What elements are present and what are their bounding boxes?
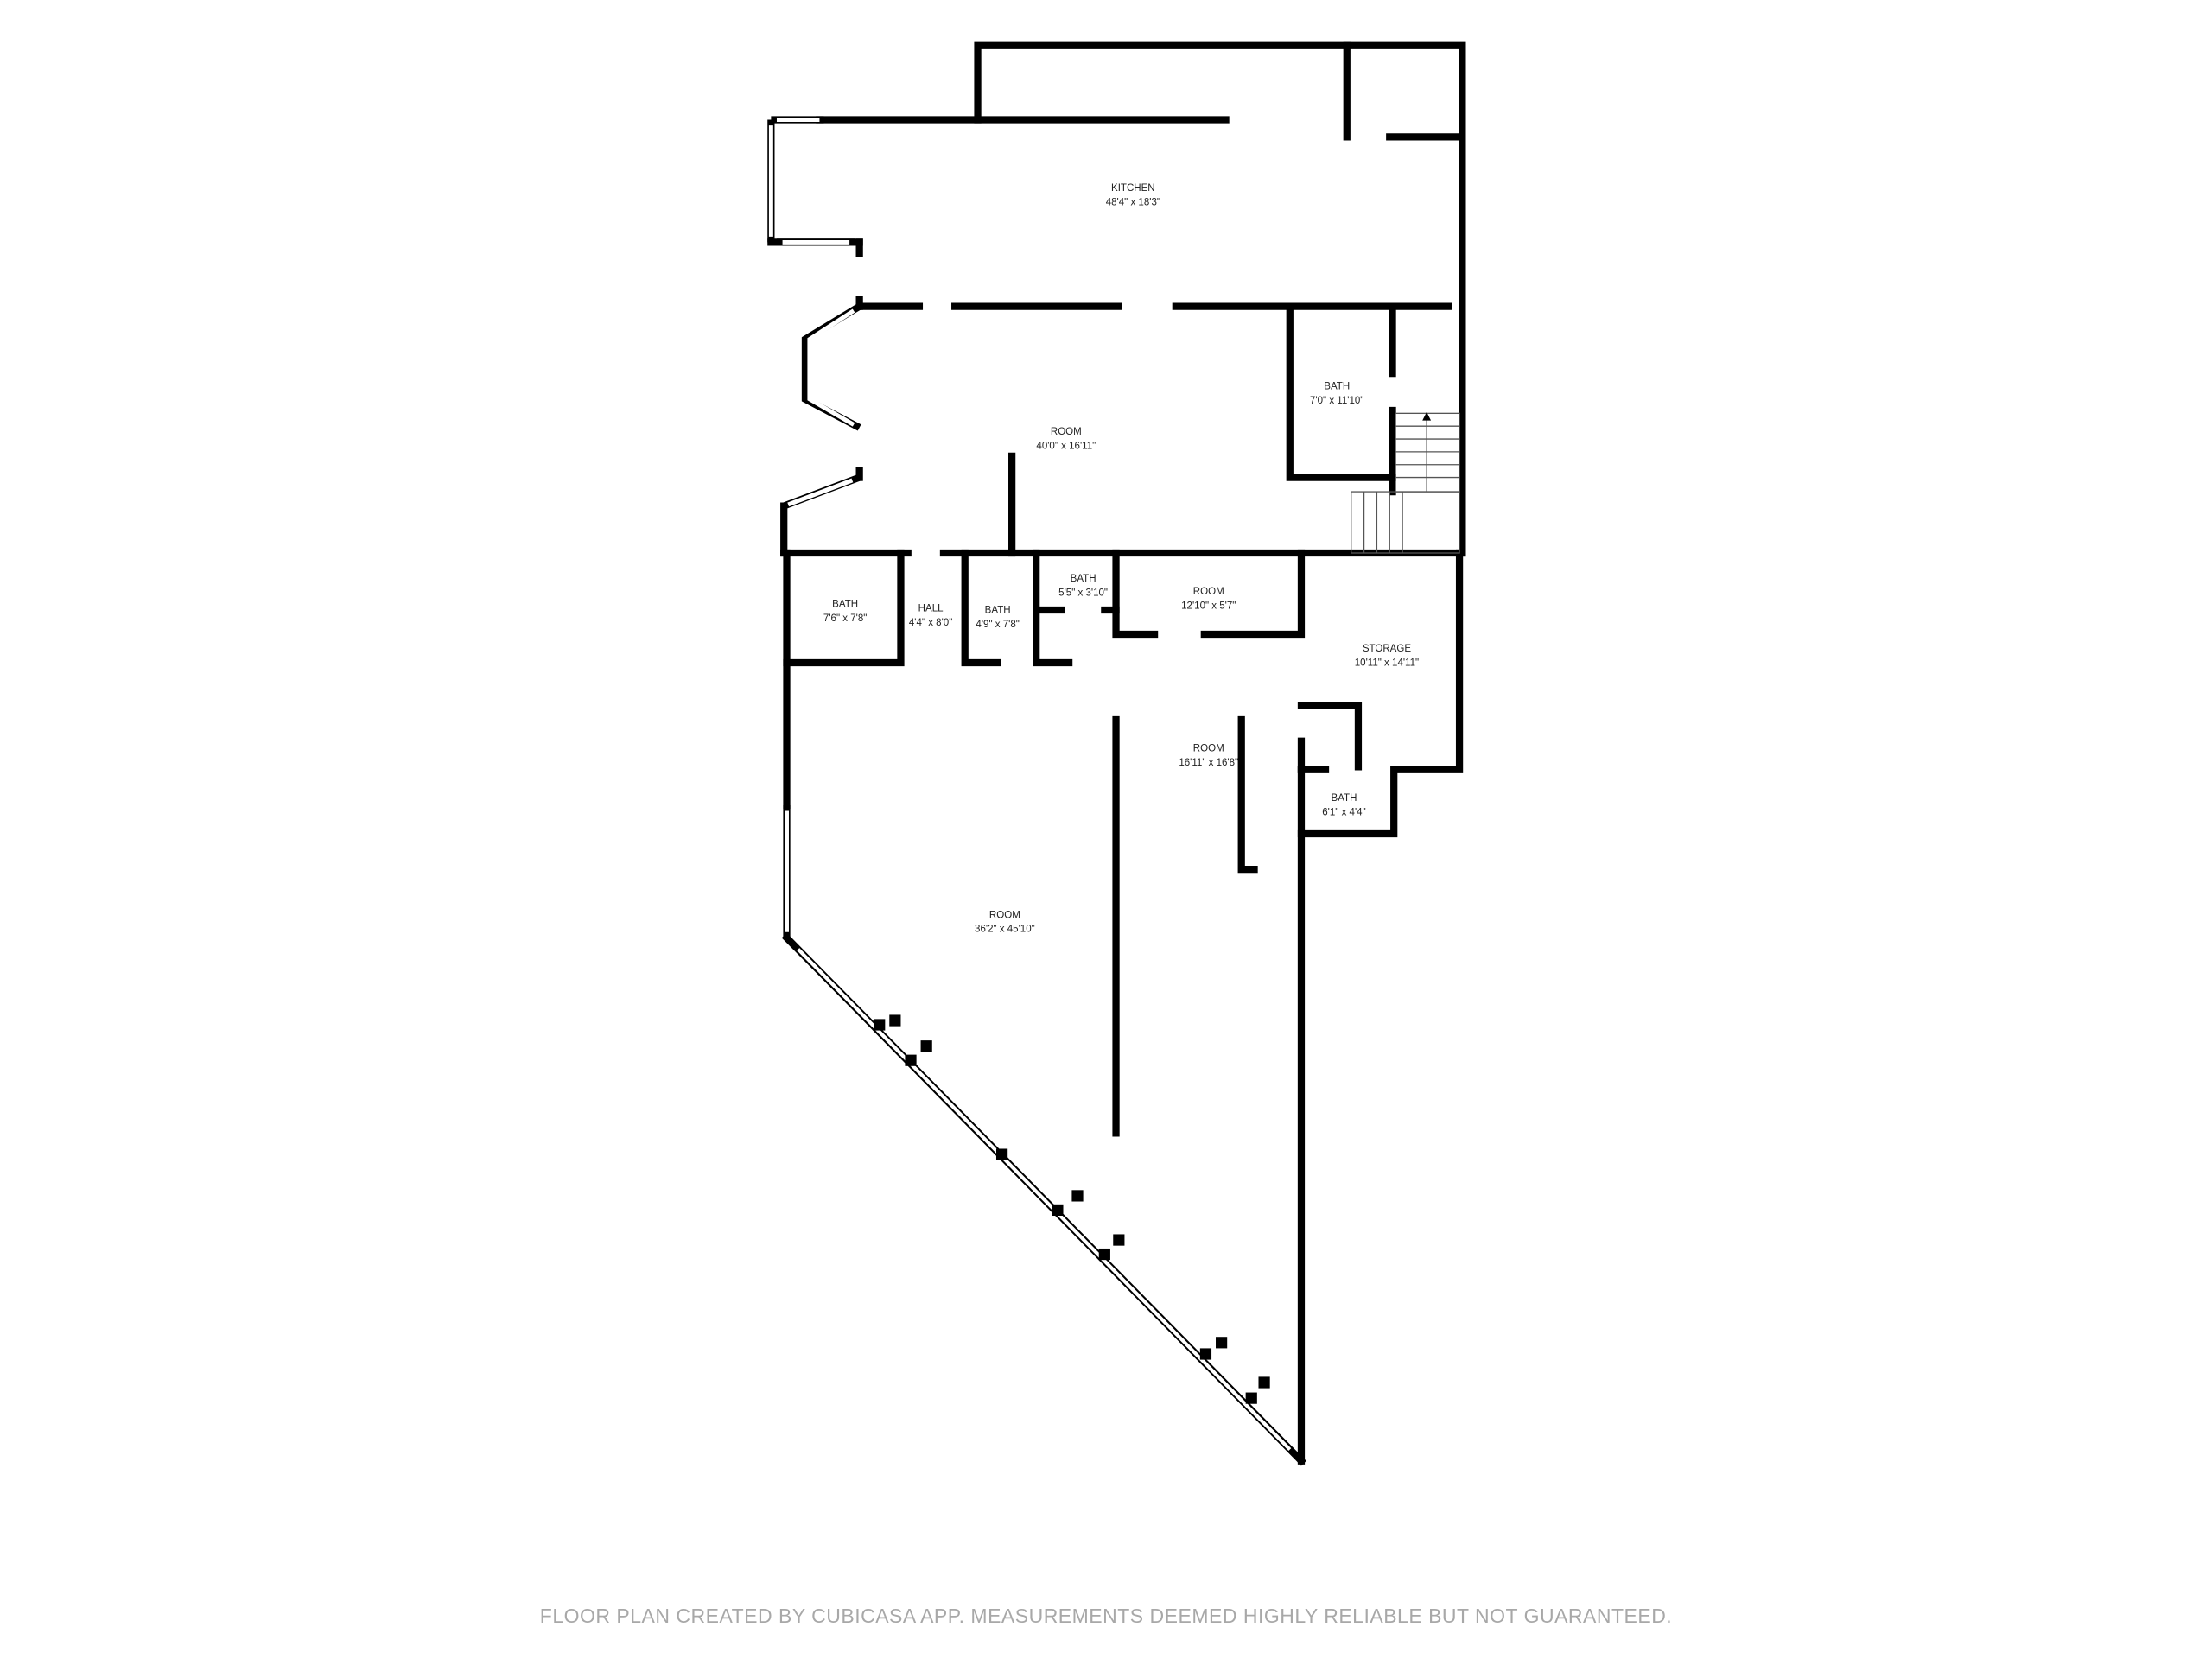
svg-text:6'1" x 4'4": 6'1" x 4'4" — [1322, 808, 1365, 818]
svg-text:ROOM: ROOM — [1051, 427, 1082, 437]
room-label-hall: HALL 4'4" x 8'0" — [909, 604, 952, 628]
room-label-bath-3: BATH 5'5" x 3'10" — [1058, 574, 1108, 598]
svg-text:40'0" x 16'11": 40'0" x 16'11" — [1036, 442, 1096, 452]
svg-text:BATH: BATH — [1324, 381, 1350, 391]
room-label-bath-2: BATH 4'9" x 7'8" — [976, 605, 1019, 629]
room-label-kitchen: KITCHEN 48'4" x 18'3" — [1106, 183, 1160, 207]
svg-text:BATH: BATH — [1071, 574, 1096, 584]
svg-text:HALL: HALL — [918, 604, 944, 614]
room-label-room-large: ROOM 36'2" x 45'10" — [975, 910, 1035, 934]
svg-text:BATH: BATH — [985, 605, 1011, 615]
svg-text:36'2" x 45'10": 36'2" x 45'10" — [975, 925, 1035, 935]
svg-text:7'0" x 11'10": 7'0" x 11'10" — [1310, 396, 1363, 406]
svg-text:STORAGE: STORAGE — [1363, 644, 1411, 654]
svg-text:BATH: BATH — [832, 600, 858, 610]
disclaimer-footer: FLOOR PLAN CREATED BY CUBICASA APP. MEAS… — [539, 1605, 1673, 1627]
svg-text:BATH: BATH — [1332, 793, 1357, 804]
room-label-storage: STORAGE 10'11" x 14'11" — [1355, 644, 1419, 668]
stairs — [1351, 411, 1460, 554]
svg-text:12'10" x 5'7": 12'10" x 5'7" — [1181, 601, 1236, 611]
room-label-room-middle: ROOM 16'11" x 16'8" — [1179, 743, 1238, 767]
svg-text:16'11" x 16'8": 16'11" x 16'8" — [1179, 758, 1238, 768]
room-label-bath-upper: BATH 7'0" x 11'10" — [1310, 381, 1363, 405]
room-label-bath-1: BATH 7'6" x 7'8" — [823, 600, 867, 624]
svg-text:48'4" x 18'3": 48'4" x 18'3" — [1106, 198, 1160, 208]
svg-text:4'9" x 7'8": 4'9" x 7'8" — [976, 620, 1019, 630]
svg-text:4'4" x 8'0": 4'4" x 8'0" — [909, 618, 952, 628]
svg-text:7'6" x 7'8": 7'6" x 7'8" — [823, 613, 867, 624]
room-label-room-upper: ROOM 40'0" x 16'11" — [1036, 427, 1096, 451]
room-label-bath-lower: BATH 6'1" x 4'4" — [1322, 793, 1365, 817]
room-label-room-small: ROOM 12'10" x 5'7" — [1181, 587, 1236, 611]
svg-text:ROOM: ROOM — [1193, 587, 1224, 597]
svg-text:ROOM: ROOM — [1193, 743, 1224, 753]
svg-text:10'11" x 14'11": 10'11" x 14'11" — [1355, 658, 1419, 668]
svg-text:KITCHEN: KITCHEN — [1111, 183, 1155, 194]
svg-text:ROOM: ROOM — [989, 910, 1020, 920]
walls — [767, 41, 1466, 1466]
windows — [767, 116, 1292, 1451]
svg-text:5'5" x 3'10": 5'5" x 3'10" — [1058, 588, 1108, 598]
